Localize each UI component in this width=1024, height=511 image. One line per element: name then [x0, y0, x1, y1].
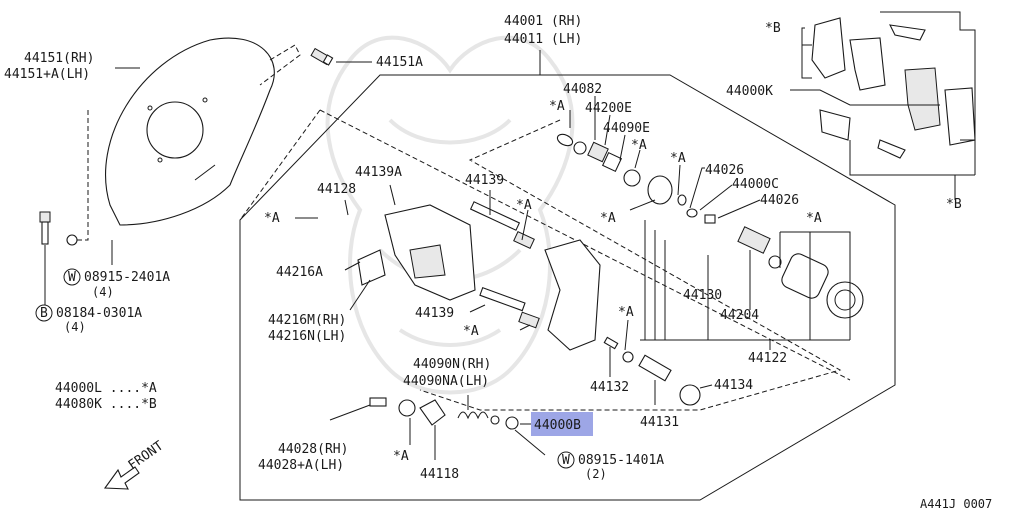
w-symbol-2: W: [562, 453, 570, 468]
label-star-a-4: *A: [600, 211, 616, 226]
label-star-a-9: *A: [618, 305, 634, 320]
label-44000c: 44000C: [732, 177, 779, 192]
w-circle-icon: [63, 268, 81, 286]
highlighted-part-44000b[interactable]: [531, 412, 593, 436]
caliper-body: [357, 204, 601, 351]
label-44080k: 44080K ....*B: [55, 397, 157, 412]
brake-pad-kit: [811, 17, 976, 159]
label-44131: 44131: [640, 415, 679, 430]
diagram-id: A441J 0007: [920, 497, 992, 511]
label-44151a: 44151A: [376, 55, 423, 70]
label-44028-lh: 44028+A(LH): [258, 458, 344, 473]
label-star-b-top: *B: [765, 21, 781, 36]
label-qty-2: (2): [585, 467, 607, 481]
label-star-b-bottom: *B: [946, 197, 962, 212]
label-star-a-1: *A: [549, 99, 565, 114]
label-star-a-10: *A: [393, 449, 409, 464]
front-arrow-icon: [103, 466, 140, 490]
front-label: FRONT: [126, 438, 167, 473]
label-44090e: 44090E: [603, 121, 650, 136]
bleeder-cap: [679, 384, 701, 406]
label-44128: 44128: [317, 182, 356, 197]
caliper-assembly-outline: [239, 74, 896, 501]
label-44134: 44134: [714, 378, 753, 393]
label-44216a: 44216A: [276, 265, 323, 280]
label-44200e: 44200E: [585, 101, 632, 116]
b-symbol: B: [40, 306, 48, 321]
label-44118: 44118: [420, 467, 459, 482]
guide-pin-lower: [479, 287, 540, 329]
label-44204: 44204: [720, 308, 759, 323]
label-44151-rh: 44151(RH): [24, 51, 94, 66]
bleeder-screw: [638, 354, 672, 382]
label-08184-0301a: 08184-0301A: [56, 306, 142, 321]
parking-brake-parts: [369, 397, 519, 430]
bolt-44151a: [310, 47, 334, 66]
label-star-a-5: *A: [806, 211, 822, 226]
label-44001-rh: 44001 (RH): [504, 14, 582, 29]
w-circle-icon: [557, 451, 575, 469]
dust-shield: [105, 37, 275, 226]
label-star-a-2: *A: [631, 138, 647, 153]
label-44139-mid: 44139: [415, 306, 454, 321]
piston-seal-parts: [556, 133, 864, 319]
label-44130: 44130: [683, 288, 722, 303]
label-44139a: 44139A: [355, 165, 402, 180]
label-star-a-3: *A: [670, 151, 686, 166]
b-circle-icon: [35, 304, 53, 322]
part-labels: 44001 (RH) 44011 (LH) 44151(RH) 44151+A(…: [4, 14, 992, 511]
leader-lines: [44, 96, 851, 460]
guide-pin-upper: [469, 201, 535, 249]
label-44011-lh: 44011 (LH): [504, 32, 582, 47]
label-star-a-6: *A: [264, 211, 280, 226]
label-08915-1401a: 08915-1401A: [578, 453, 664, 468]
label-qty-4-b: (4): [64, 320, 86, 334]
bolt-08184: [39, 211, 51, 245]
label-44139-top: 44139: [465, 173, 504, 188]
label-star-a-7: *A: [516, 198, 532, 213]
label-44082: 44082: [563, 82, 602, 97]
label-44000k: 44000K: [726, 84, 773, 99]
w-symbol-1: W: [68, 270, 76, 285]
label-44026-b: 44026: [760, 193, 799, 208]
label-star-a-8: *A: [463, 324, 479, 339]
label-08915-2401a: 08915-2401A: [84, 270, 170, 285]
label-44151-lh: 44151+A(LH): [4, 67, 90, 82]
label-44026-a: 44026: [705, 163, 744, 178]
label-44216n-lh: 44216N(LH): [268, 329, 346, 344]
label-qty-4-a: (4): [92, 285, 114, 299]
label-44122: 44122: [748, 351, 787, 366]
label-44090na-lh: 44090NA(LH): [403, 374, 489, 389]
label-44000b: 44000B: [534, 418, 581, 433]
label-44028-rh: 44028(RH): [278, 442, 348, 457]
pad-kit-dashed-outline: [419, 119, 842, 411]
label-44132: 44132: [590, 380, 629, 395]
label-44000l: 44000L ....*A: [55, 381, 157, 396]
label-44090n-rh: 44090N(RH): [413, 357, 491, 372]
label-44216m-rh: 44216M(RH): [268, 313, 346, 328]
